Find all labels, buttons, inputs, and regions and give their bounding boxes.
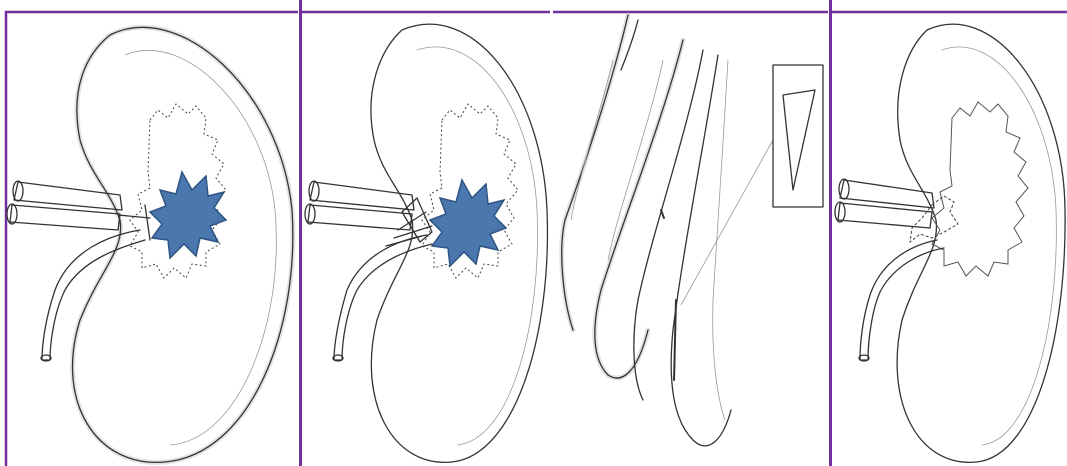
panel-1-illustration xyxy=(0,0,300,466)
panel-2-kidney-clamp xyxy=(302,0,550,466)
tumor xyxy=(430,180,506,266)
incision-wedge-inset xyxy=(783,90,815,190)
kidney-edge-closeup xyxy=(562,15,731,446)
incision-line xyxy=(674,300,676,380)
panel-1-kidney-tumor xyxy=(0,0,300,466)
kidney-outline xyxy=(897,24,1065,462)
inset-box xyxy=(773,65,823,207)
renal-sinus-outline xyxy=(932,102,1028,276)
renal-vessels xyxy=(305,181,414,230)
inset-pointer-line xyxy=(681,140,773,305)
ureter xyxy=(860,240,944,360)
excision-site-outline xyxy=(910,196,958,242)
ureter xyxy=(334,235,432,360)
panel-3-illustration xyxy=(553,0,828,466)
tumor xyxy=(150,172,226,258)
panel-4-post-excision xyxy=(832,0,1067,466)
panel-3-incision-closeup xyxy=(553,0,828,466)
panel-2-illustration xyxy=(302,0,550,466)
panel-4-illustration xyxy=(832,0,1067,466)
